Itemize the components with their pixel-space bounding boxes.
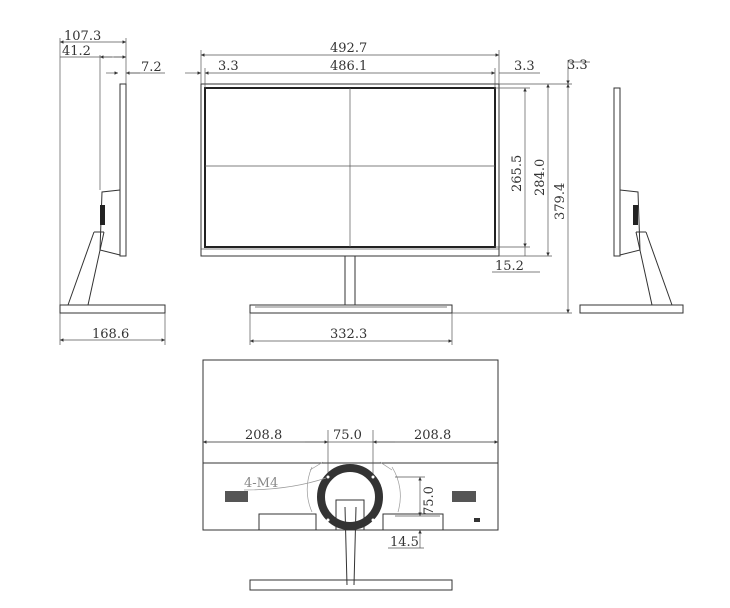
back-base	[249, 579, 453, 591]
port-panel	[258, 513, 317, 531]
dim-base-width: 332.3	[330, 327, 367, 342]
vesa-mount-ring	[317, 464, 383, 530]
left-vent	[225, 491, 248, 502]
front-base	[249, 304, 453, 314]
dim-bezel-left: 3.3	[218, 59, 239, 74]
dim-depth-overall: 107.3	[64, 29, 101, 44]
front-dimensions: 492.7 486.1 3.3 3.3 3.3 265.5 284.0 379.…	[185, 41, 590, 345]
side-base	[59, 304, 166, 314]
dim-overall-height: 379.4	[553, 183, 568, 220]
dim-bezel-right: 3.3	[514, 59, 535, 74]
side-panel	[119, 83, 127, 257]
left-side-view: 107.3 41.2 7.2 168.6	[59, 29, 166, 345]
dim-screen-width: 486.1	[330, 59, 367, 74]
dim-screen-height: 265.5	[510, 155, 525, 192]
dim-vesa-height: 75.0	[422, 486, 437, 515]
right-vent	[452, 491, 476, 502]
screw-label: 4-M4	[244, 476, 278, 491]
dim-bottom-bezel: 15.2	[495, 259, 524, 274]
back-housing	[202, 359, 499, 531]
dim-depth-stand: 41.2	[62, 44, 91, 59]
dim-vesa-width: 75.0	[333, 428, 362, 443]
dim-panel-height: 284.0	[533, 159, 548, 196]
dim-base-depth: 168.6	[92, 327, 129, 342]
back-neck	[344, 506, 357, 586]
dim-bezel-top: 3.3	[567, 58, 588, 73]
back-view: 208.8 75.0 208.8 4-M4 75.0 14.5	[202, 359, 499, 591]
front-neck	[344, 255, 356, 306]
dim-panel-thickness: 7.2	[141, 60, 162, 75]
dim-right-offset: 208.8	[414, 428, 451, 443]
right-side-view	[579, 87, 684, 314]
dim-bottom-offset: 14.5	[390, 535, 419, 550]
front-view	[200, 83, 500, 314]
dim-left-offset: 208.8	[245, 428, 282, 443]
dim-overall-width: 492.7	[330, 41, 367, 56]
